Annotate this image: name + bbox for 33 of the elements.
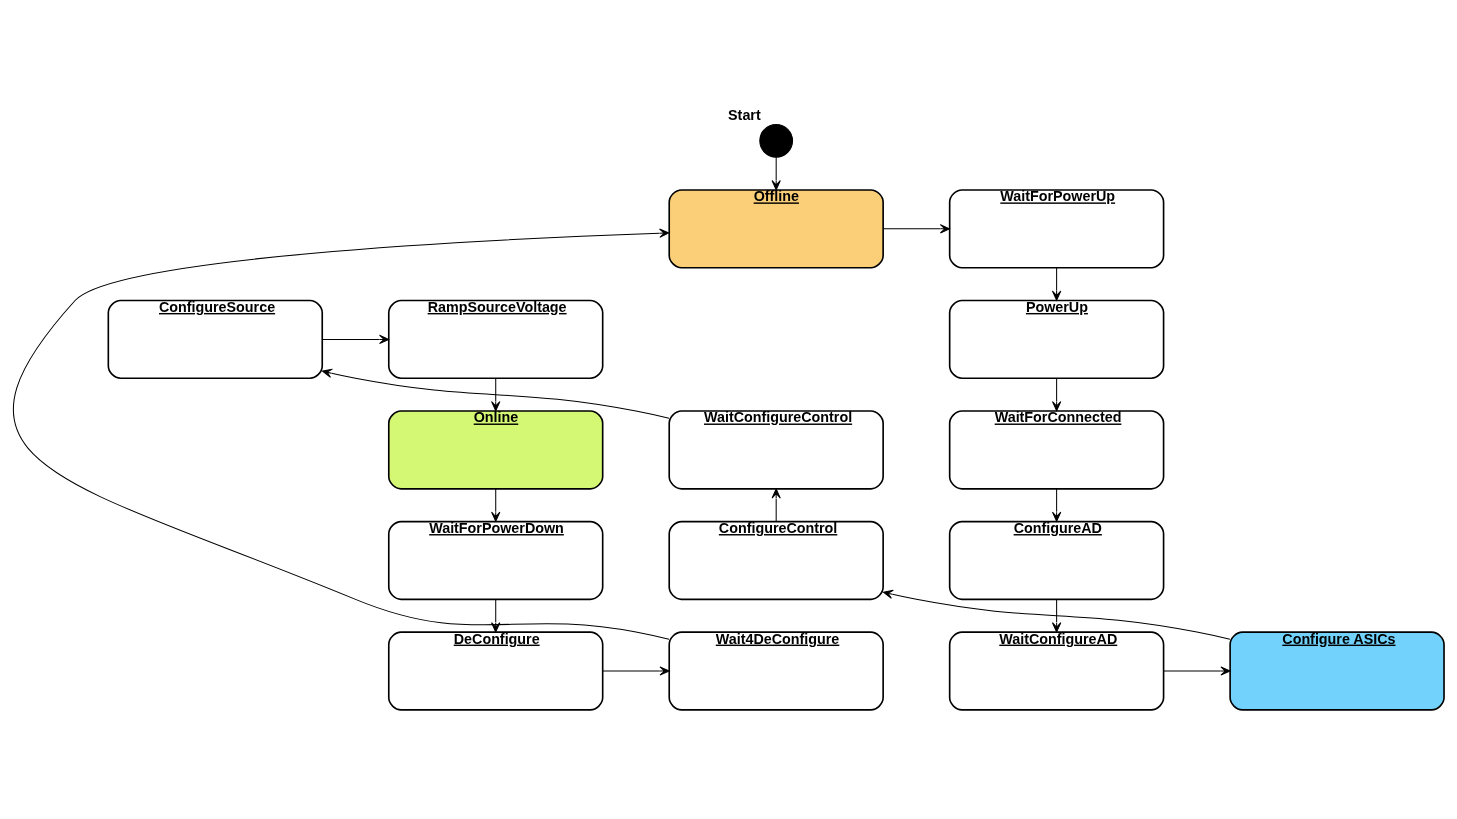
node-box: DeConfigure <box>387 631 604 711</box>
arrow <box>491 377 501 412</box>
arrow <box>321 334 390 345</box>
arrow <box>882 224 951 234</box>
node-circle <box>759 123 794 158</box>
node-box: PowerUp <box>948 299 1165 380</box>
node-box: WaitForPowerDown <box>387 520 604 601</box>
node-box: Configure ASICs <box>1229 631 1445 711</box>
arrow <box>1051 488 1062 522</box>
node-box: ConfigureSource <box>107 299 324 380</box>
arrow <box>771 156 781 191</box>
node-box: WaitConfigureControl <box>668 410 884 490</box>
node-box: Wait4DeConfigure <box>668 631 884 711</box>
arrow <box>13 228 670 640</box>
arrow <box>882 589 1231 640</box>
arrow <box>771 488 781 522</box>
node-box: Offline <box>668 189 884 269</box>
arrow <box>1051 267 1062 301</box>
node-box: RampSourceVoltage <box>387 299 604 380</box>
node-box: ConfigureAD <box>948 520 1165 601</box>
arrow <box>321 368 670 419</box>
arrow <box>602 666 670 676</box>
node-label: Start <box>728 106 761 123</box>
arrow <box>1051 598 1062 633</box>
arrow <box>1051 377 1062 412</box>
node-box: WaitForPowerUp <box>948 189 1165 269</box>
node-box: WaitForConnected <box>948 410 1165 490</box>
node-box: Online <box>387 410 604 490</box>
node-box: WaitConfigureAD <box>948 631 1165 711</box>
arrow <box>1163 666 1231 676</box>
node-box: ConfigureControl <box>668 520 884 601</box>
arrow <box>491 598 501 633</box>
arrow <box>491 488 501 522</box>
